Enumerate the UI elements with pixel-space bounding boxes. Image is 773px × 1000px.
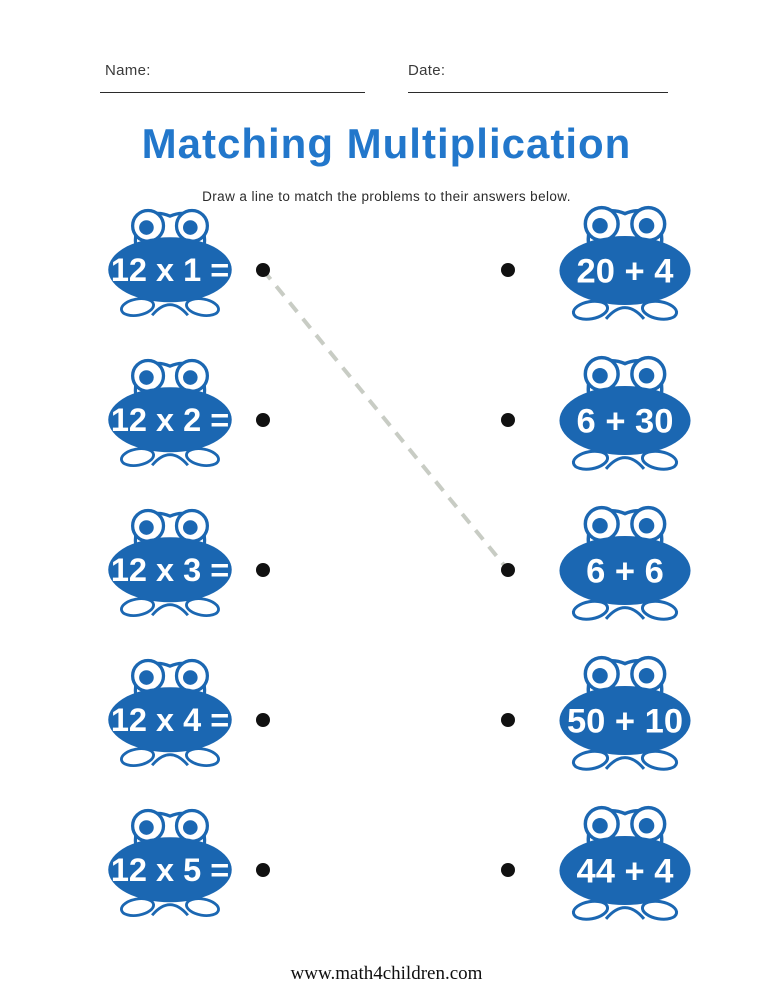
match-row: 12 x 5 = 44 + 4 (0, 805, 773, 927)
problem-match-dot[interactable] (256, 863, 270, 877)
match-row: 12 x 1 = 20 + 4 (0, 205, 773, 327)
date-label: Date: (408, 62, 446, 79)
answer-match-dot[interactable] (501, 263, 515, 277)
frog-icon: 6 + 6 (559, 505, 691, 621)
answer-match-dot[interactable] (501, 413, 515, 427)
footer-url: www.math4children.com (290, 963, 483, 984)
problem-frog: 12 x 3 = (105, 508, 235, 622)
problem-text: 12 x 5 = (111, 852, 229, 888)
answer-text: 44 + 4 (577, 853, 674, 891)
date-input-line[interactable] (408, 92, 668, 93)
problem-text: 12 x 2 = (111, 402, 229, 438)
problem-frog: 12 x 2 = (105, 358, 235, 472)
answer-match-dot[interactable] (501, 713, 515, 727)
problem-frog: 12 x 4 = (105, 658, 235, 772)
answer-text: 6 + 6 (586, 553, 664, 591)
frog-icon: 44 + 4 (559, 805, 691, 921)
answer-frog: 6 + 30 (556, 355, 694, 476)
answer-frog: 50 + 10 (556, 655, 694, 776)
frog-icon: 12 x 1 = (108, 208, 232, 318)
frog-icon: 12 x 4 = (108, 658, 232, 768)
frog-icon: 12 x 3 = (108, 508, 232, 618)
instructions-text: Draw a line to match the problems to the… (202, 189, 571, 204)
answer-text: 20 + 4 (577, 253, 674, 291)
problem-frog: 12 x 1 = (105, 208, 235, 322)
problem-match-dot[interactable] (256, 263, 270, 277)
match-row: 12 x 3 = 6 + 6 (0, 505, 773, 627)
name-label: Name: (105, 62, 151, 79)
answer-match-dot[interactable] (501, 563, 515, 577)
frog-icon: 20 + 4 (559, 205, 691, 321)
match-row: 12 x 2 = 6 + 30 (0, 355, 773, 477)
problem-text: 12 x 4 = (111, 702, 229, 738)
problem-match-dot[interactable] (256, 413, 270, 427)
answer-frog: 20 + 4 (556, 205, 694, 326)
problem-text: 12 x 3 = (111, 552, 229, 588)
frog-icon: 6 + 30 (559, 355, 691, 471)
problem-match-dot[interactable] (256, 563, 270, 577)
problem-match-dot[interactable] (256, 713, 270, 727)
answer-frog: 6 + 6 (556, 505, 694, 626)
answer-frog: 44 + 4 (556, 805, 694, 926)
frog-icon: 12 x 2 = (108, 358, 232, 468)
problem-frog: 12 x 5 = (105, 808, 235, 922)
frog-icon: 12 x 5 = (108, 808, 232, 918)
answer-text: 6 + 30 (577, 403, 674, 441)
problem-text: 12 x 1 = (111, 252, 229, 288)
frog-icon: 50 + 10 (559, 655, 691, 771)
answer-match-dot[interactable] (501, 863, 515, 877)
name-input-line[interactable] (100, 92, 365, 93)
match-row: 12 x 4 = 50 + 10 (0, 655, 773, 777)
page-title: Matching Multiplication (141, 120, 632, 167)
answer-text: 50 + 10 (567, 703, 683, 741)
